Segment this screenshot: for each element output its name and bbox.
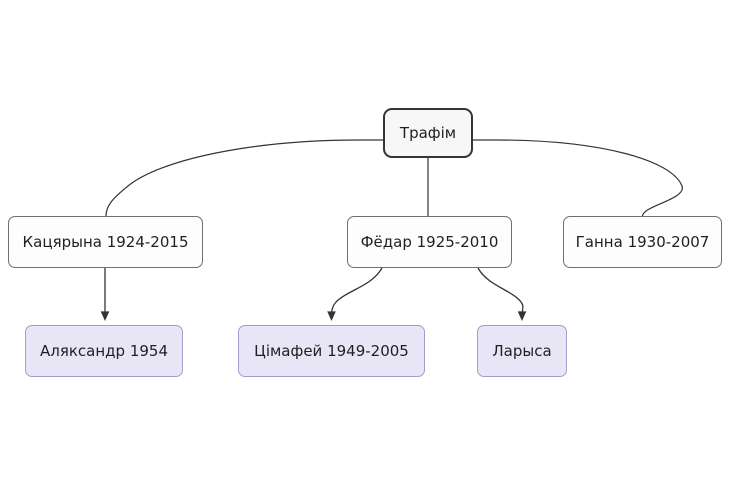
- edge-trafim-hanna: [473, 139, 683, 217]
- node-katsyaryna-label: Кацярына 1924-2015: [22, 233, 189, 251]
- node-alyaksandr-label: Аляксандр 1954: [39, 342, 168, 360]
- node-tsimafey-label: Цімафей 1949-2005: [254, 342, 409, 360]
- node-trafim-label: Трафім: [399, 124, 457, 142]
- edge-fyodar-larysa: [477, 267, 527, 321]
- node-larysa[interactable]: Ларыса: [477, 325, 567, 377]
- edge-fyodar-tsimafey: [327, 267, 383, 321]
- node-katsyaryna[interactable]: Кацярына 1924-2015: [8, 216, 203, 268]
- node-hanna[interactable]: Ганна 1930-2007: [563, 216, 722, 268]
- edge-trafim-katsyaryna: [105, 139, 383, 217]
- node-alyaksandr[interactable]: Аляксандр 1954: [25, 325, 183, 377]
- node-fyodar-label: Фёдар 1925-2010: [360, 233, 499, 251]
- node-larysa-label: Ларыса: [492, 342, 552, 360]
- node-trafim[interactable]: Трафім: [383, 108, 473, 158]
- node-tsimafey[interactable]: Цімафей 1949-2005: [238, 325, 425, 377]
- node-fyodar[interactable]: Фёдар 1925-2010: [347, 216, 512, 268]
- node-hanna-label: Ганна 1930-2007: [575, 233, 710, 251]
